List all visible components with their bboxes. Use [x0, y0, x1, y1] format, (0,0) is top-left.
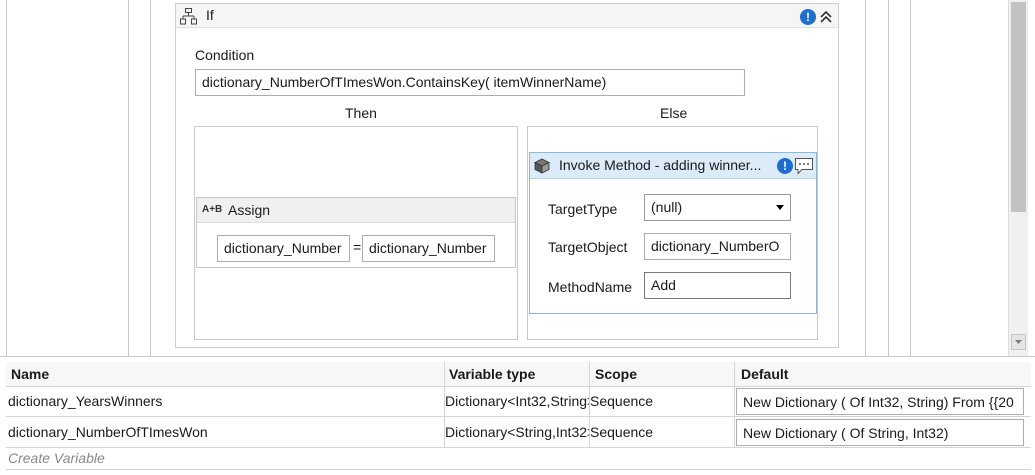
- grid-line: [444, 362, 445, 447]
- grid-line: [6, 447, 1031, 448]
- assign-equals: =: [353, 239, 362, 255]
- variable-type-cell[interactable]: Dictionary<String,Int32>: [445, 424, 589, 440]
- column-header-scope[interactable]: Scope: [595, 366, 638, 382]
- sequence-left-border: [128, 0, 129, 356]
- sequence-inner-left-border: [150, 0, 151, 356]
- grid-line: [6, 386, 1031, 387]
- chevron-up-double-icon[interactable]: [819, 9, 833, 25]
- variable-name-cell[interactable]: dictionary_YearsWinners: [8, 393, 163, 409]
- condition-input[interactable]: dictionary_NumberOfTImesWon.ContainsKey(…: [195, 69, 745, 96]
- variables-header-row: [6, 362, 1031, 386]
- validation-error-icon[interactable]: !: [777, 158, 793, 174]
- grid-line: [6, 469, 1031, 470]
- variable-name-cell[interactable]: dictionary_NumberOfTImesWon: [8, 424, 208, 440]
- scroll-down-button[interactable]: [1011, 334, 1026, 350]
- variable-scope-cell[interactable]: Sequence: [590, 393, 654, 409]
- vertical-scrollbar[interactable]: [1008, 0, 1028, 356]
- then-label: Then: [345, 105, 377, 121]
- assign-header[interactable]: A+B Assign: [197, 198, 515, 223]
- assign-to-field[interactable]: dictionary_Number: [217, 235, 350, 262]
- sequence-inner-right-border: [865, 0, 866, 356]
- create-variable-row[interactable]: Create Variable: [8, 450, 105, 466]
- column-header-name[interactable]: Name: [11, 366, 50, 382]
- variable-default-field[interactable]: New Dictionary ( Of Int32, String) From …: [736, 388, 1024, 415]
- grid-line: [6, 416, 1031, 417]
- assign-value-field[interactable]: dictionary_Number: [362, 235, 495, 262]
- variable-scope-cell[interactable]: Sequence: [590, 424, 654, 440]
- validation-error-icon[interactable]: !: [800, 9, 816, 25]
- canvas-outer-right-border: [910, 0, 911, 356]
- invoke-method-header[interactable]: Invoke Method - adding winner... !: [530, 153, 816, 179]
- sequence-right-border: [888, 0, 889, 356]
- if-activity-header[interactable]: If !: [176, 4, 838, 28]
- invoke-method-cube-icon: [534, 158, 550, 174]
- invoke-method-title: Invoke Method - adding winner...: [559, 157, 762, 173]
- scrollbar-thumb[interactable]: [1011, 2, 1026, 212]
- grid-line: [589, 362, 590, 447]
- grid-line: [734, 362, 735, 447]
- scroll-down-arrow-icon: [1015, 340, 1022, 344]
- target-type-label: TargetType: [548, 201, 618, 217]
- column-header-variable-type[interactable]: Variable type: [449, 366, 536, 382]
- assign-icon: A+B: [202, 204, 223, 215]
- variable-default-field[interactable]: New Dictionary ( Of String, Int32): [736, 419, 1024, 446]
- method-name-label: MethodName: [548, 279, 633, 295]
- target-object-field[interactable]: dictionary_NumberO: [644, 233, 791, 260]
- if-title: If: [206, 7, 214, 23]
- assign-title: Assign: [228, 202, 271, 218]
- canvas-outer-left-border: [6, 0, 7, 356]
- condition-label: Condition: [195, 47, 255, 63]
- target-object-label: TargetObject: [548, 239, 628, 255]
- method-name-field[interactable]: Add: [644, 272, 791, 299]
- target-type-value: (null): [651, 199, 683, 215]
- else-label: Else: [660, 105, 688, 121]
- dropdown-arrow-icon: [776, 205, 784, 210]
- annotation-comment-icon[interactable]: [794, 157, 814, 175]
- if-flowchart-icon: [180, 8, 197, 25]
- variable-type-cell[interactable]: Dictionary<Int32,String>: [445, 393, 589, 409]
- target-type-select[interactable]: (null): [644, 194, 791, 221]
- column-header-default[interactable]: Default: [741, 366, 789, 382]
